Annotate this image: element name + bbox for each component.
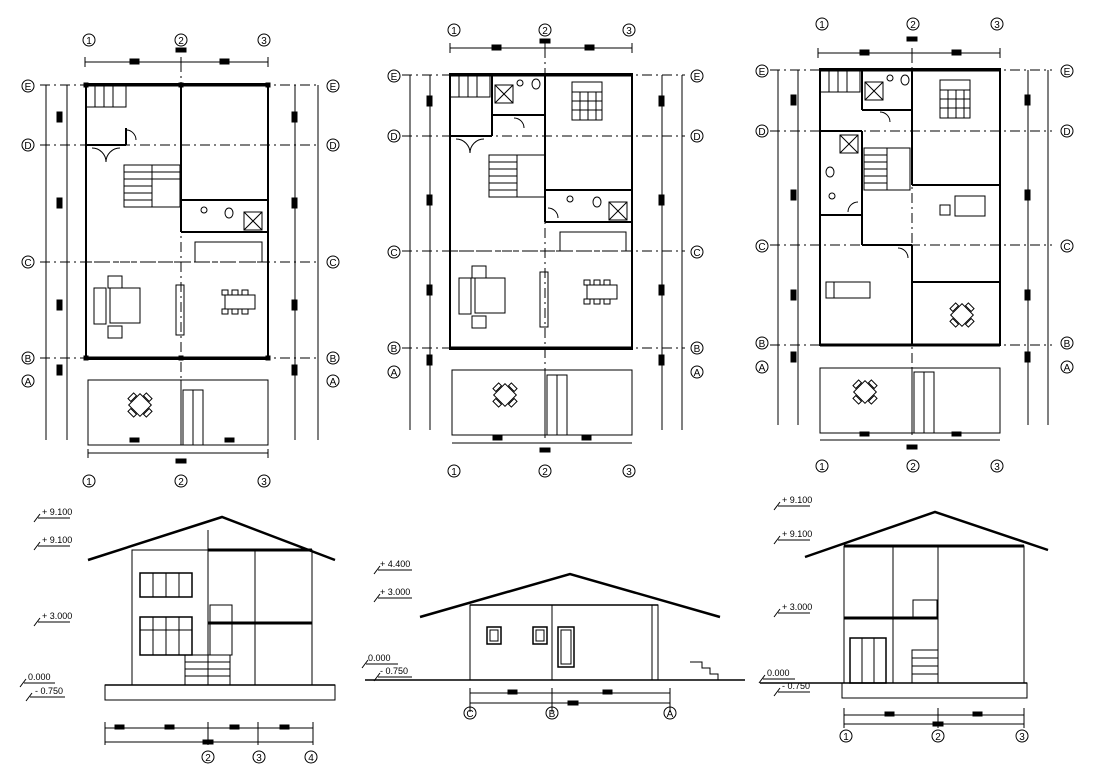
grid-bubble: A — [330, 377, 337, 388]
grid-bubble: C — [758, 242, 765, 253]
grid-bubble: E — [1064, 67, 1071, 78]
grid-bubble: E — [694, 72, 701, 83]
grid-bubble: D — [24, 141, 31, 152]
grid-bubble: 2 — [935, 732, 941, 743]
grid-bubble: C — [693, 248, 700, 259]
floor-plan-3 — [770, 36, 1052, 450]
grid-bubble: 1 — [451, 26, 457, 37]
grid-bubble: 3 — [626, 26, 632, 37]
level-label: + 3.000 — [782, 602, 812, 612]
grid-bubble: A — [694, 368, 701, 379]
grid-bubble: E — [330, 82, 337, 93]
grid-bubble: E — [391, 72, 398, 83]
level-label: - 0.750 — [782, 681, 810, 691]
grid-bubble: C — [1063, 242, 1070, 253]
elevation-left — [19, 513, 336, 745]
grid-bubble: B — [25, 354, 32, 365]
grid-bubble: D — [1063, 127, 1070, 138]
grid-bubble: D — [329, 141, 336, 152]
grid-bubble: 4 — [308, 753, 314, 764]
grid-bubble: E — [759, 67, 766, 78]
grid-bubble: 2 — [542, 467, 548, 478]
grid-bubble: 1 — [819, 462, 825, 473]
grid-bubble: A — [759, 363, 766, 374]
grid-bubble: D — [693, 132, 700, 143]
level-label: + 9.100 — [42, 507, 72, 517]
grid-bubble: C — [329, 258, 336, 269]
level-label: + 9.100 — [42, 535, 72, 545]
level-label: 0.000 — [368, 653, 391, 663]
grid-bubble: E — [25, 82, 32, 93]
grid-bubble: B — [759, 339, 766, 350]
grid-bubble: 1 — [451, 467, 457, 478]
level-label: + 9.100 — [782, 495, 812, 505]
grid-bubble: A — [391, 368, 398, 379]
floor-plan-1 — [40, 47, 320, 464]
grid-bubble: C — [24, 258, 31, 269]
level-label: + 3.000 — [42, 611, 72, 621]
grid-bubble: A — [25, 377, 32, 388]
grid-bubble: 3 — [994, 20, 1000, 31]
grid-bubble: A — [667, 709, 674, 720]
floor-plan-2 — [402, 38, 685, 453]
grid-bubble: 1 — [843, 732, 849, 743]
grid-bubble: 1 — [86, 36, 92, 47]
grid-bubble: A — [1064, 363, 1071, 374]
level-label: - 0.750 — [35, 686, 63, 696]
elevation-right — [758, 501, 1049, 728]
grid-bubble: B — [1064, 339, 1071, 350]
elevation-labels: + 9.100 + 9.100 + 3.000 0.000 - 0.750 + … — [28, 495, 812, 696]
level-label: + 4.400 — [380, 559, 410, 569]
elevation-center — [361, 565, 745, 712]
grid-bubble: 2 — [910, 20, 916, 31]
grid-bubble: 3 — [261, 36, 267, 47]
grid-bubble: D — [758, 127, 765, 138]
grid-bubble: 3 — [994, 462, 1000, 473]
grid-bubble: 3 — [1019, 732, 1025, 743]
grid-bubble: 3 — [261, 477, 267, 488]
grid-bubble: C — [466, 709, 473, 720]
level-label: 0.000 — [767, 668, 790, 678]
grid-bubble: B — [549, 709, 556, 720]
grid-bubble: B — [391, 344, 398, 355]
grid-bubble: D — [390, 132, 397, 143]
grid-bubble: 2 — [542, 26, 548, 37]
grid-bubbles: 1 2 3 1 2 3 E D C B A E D C B A 1 2 3 1 … — [21, 17, 1074, 764]
level-label: 0.000 — [28, 672, 51, 682]
level-label: - 0.750 — [380, 666, 408, 676]
grid-bubble: B — [694, 344, 701, 355]
grid-bubble: 2 — [205, 753, 211, 764]
grid-bubble: 1 — [819, 20, 825, 31]
grid-bubble: 2 — [178, 477, 184, 488]
grid-bubble: 3 — [626, 467, 632, 478]
grid-bubble: 1 — [86, 477, 92, 488]
level-label: + 3.000 — [380, 587, 410, 597]
level-label: + 9.100 — [782, 529, 812, 539]
grid-bubble: B — [330, 354, 337, 365]
grid-bubble: 2 — [910, 462, 916, 473]
grid-bubble: C — [390, 248, 397, 259]
grid-bubble: 2 — [178, 36, 184, 47]
grid-bubble: 3 — [256, 753, 262, 764]
